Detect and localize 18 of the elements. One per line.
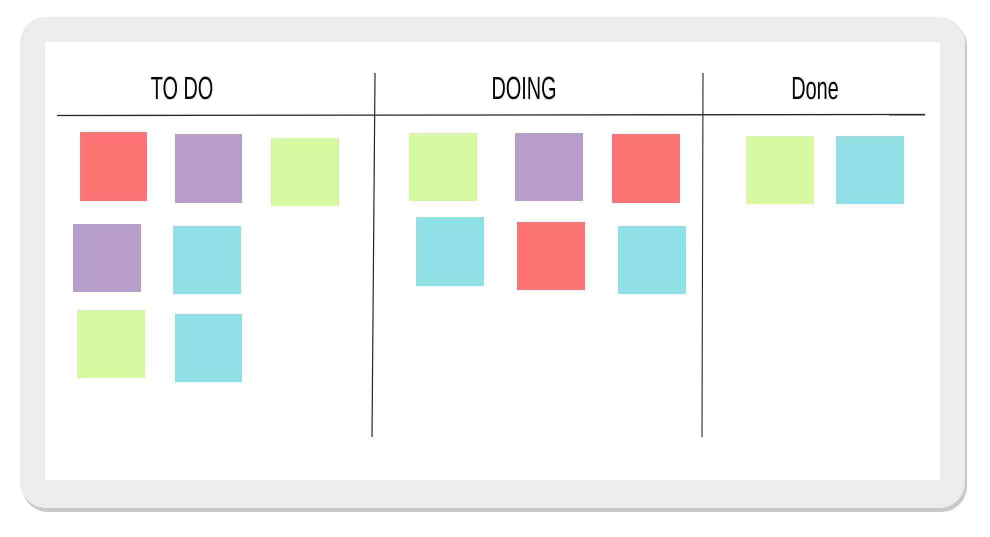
sticky-note: [515, 133, 583, 201]
sticky-note: [416, 217, 484, 286]
sticky-note: [612, 134, 680, 203]
sticky-note: [836, 136, 904, 204]
sticky-note: [409, 133, 477, 201]
sticky-note: [517, 222, 585, 290]
sticky-note: [77, 310, 145, 378]
sticky-note: [746, 136, 814, 204]
sticky-note: [618, 226, 686, 294]
sticky-note: [175, 314, 242, 382]
sticky-note: [271, 138, 339, 206]
column-heading: Done: [792, 77, 838, 100]
sticky-note: [175, 134, 242, 203]
sticky-note: [73, 224, 141, 292]
column-heading: DOING: [493, 76, 556, 100]
column-heading: TO DO: [151, 76, 212, 100]
sticky-note: [80, 132, 147, 201]
sticky-note: [173, 226, 241, 294]
